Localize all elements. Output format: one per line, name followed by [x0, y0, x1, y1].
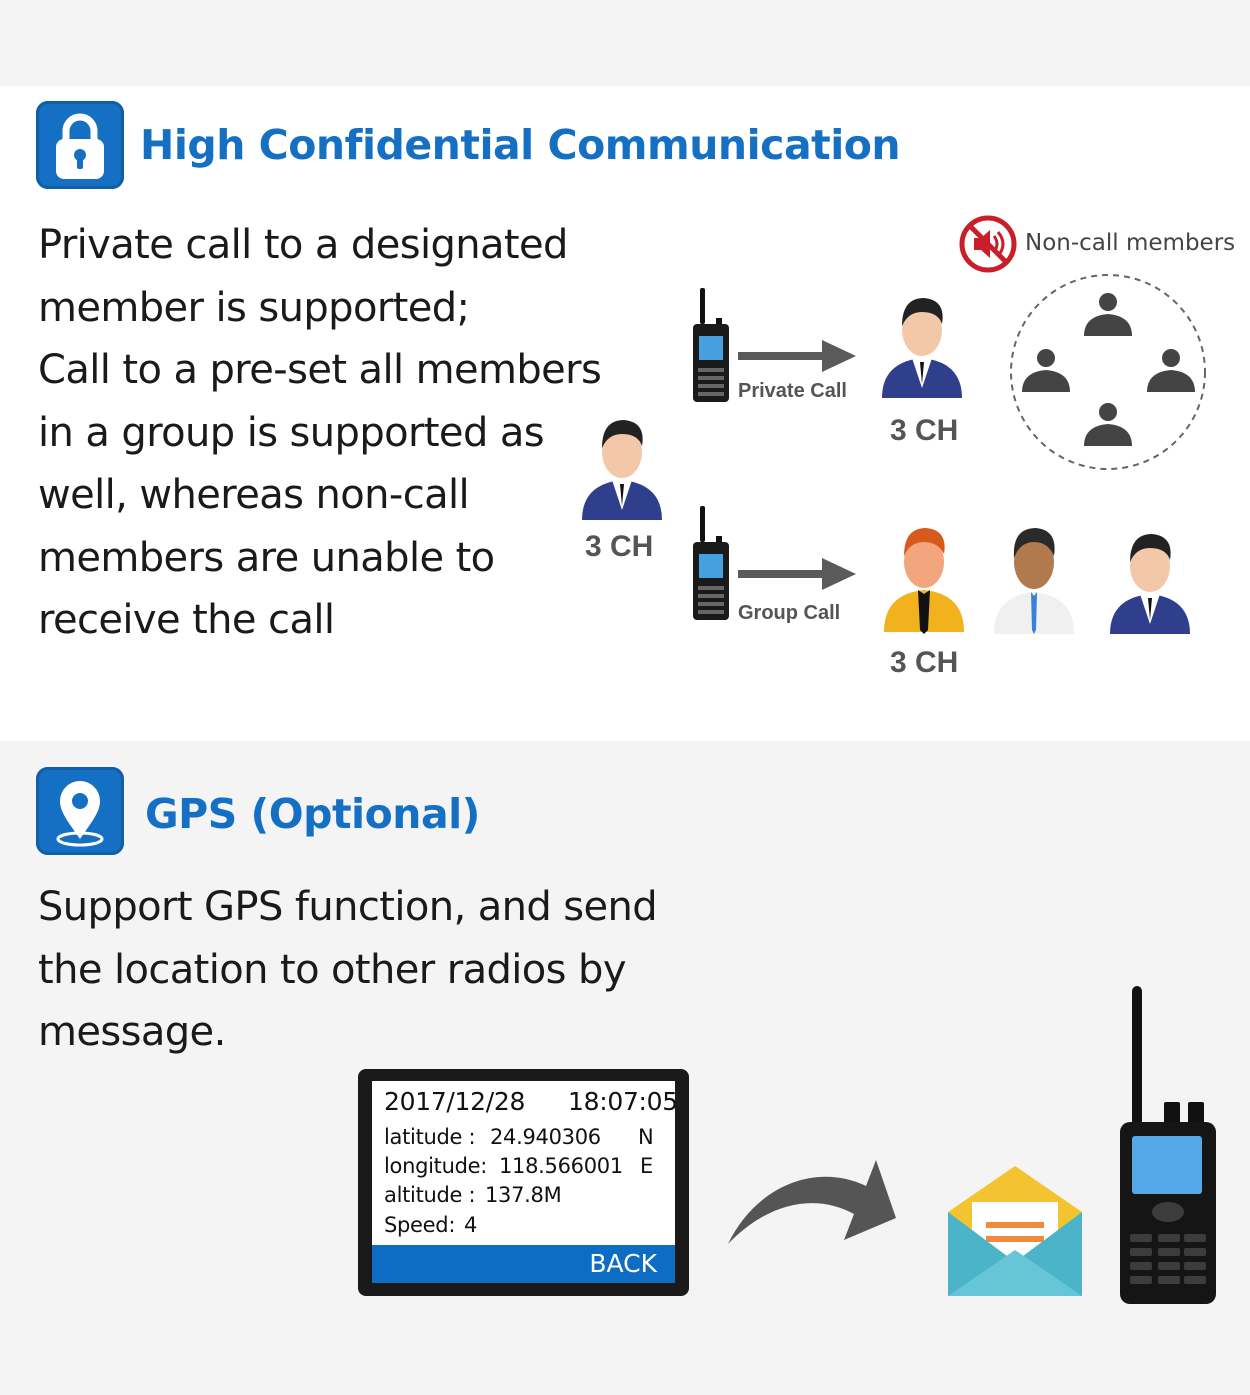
description-line: Call to a pre-set all members [38, 347, 602, 393]
muted-speaker-icon [958, 214, 1018, 274]
gps-description: Support GPS function, and send the locat… [38, 876, 658, 1064]
radio-icon [692, 288, 730, 402]
ch-label-group: 3 CH [890, 646, 959, 679]
businessman-icon [1106, 526, 1194, 636]
ch-label-left: 3 CH [585, 530, 654, 563]
longitude-label: longitude: [384, 1154, 488, 1178]
description-line: the location to other radios by [38, 946, 626, 993]
person-white-shirt-icon [990, 520, 1078, 636]
confidential-description: Private call to a designated member is s… [38, 214, 602, 652]
screen-time: 18:07:05 [568, 1087, 675, 1116]
section-title: GPS (Optional) [145, 790, 480, 838]
radio-icon [1118, 986, 1218, 1306]
arrow-right-icon [738, 558, 858, 590]
latitude-direction: N [638, 1125, 654, 1149]
businessman-icon [878, 290, 966, 400]
person-orange-icon [880, 522, 968, 634]
description-line: Private call to a designated [38, 222, 568, 268]
longitude-direction: E [640, 1154, 653, 1178]
back-softkey[interactable]: BACK [589, 1249, 657, 1278]
altitude-label: altitude : [384, 1183, 476, 1207]
latitude-value: 24.940306 [490, 1125, 601, 1149]
group-call-label: Group Call [738, 602, 841, 624]
screen-softkey-bar: BACK [372, 1245, 675, 1283]
longitude-value: 118.566001 [499, 1154, 623, 1178]
description-line: well, whereas non-call [38, 472, 470, 518]
altitude-value: 137.8M [485, 1183, 562, 1207]
non-call-members-label: Non-call members [1025, 230, 1236, 256]
businessman-icon [578, 412, 666, 522]
description-line: Support GPS function, and send [38, 884, 658, 930]
speed-label: Speed: [384, 1213, 456, 1237]
screen-date: 2017/12/28 [384, 1087, 526, 1116]
latitude-label: latitude : [384, 1125, 476, 1149]
radio-icon [692, 506, 730, 620]
arrow-right-icon [738, 340, 858, 372]
gps-screen-display: 2017/12/28 18:07:05 latitude : 24.940306… [372, 1081, 675, 1283]
ch-label-private: 3 CH [890, 414, 959, 447]
description-line: receive the call [38, 597, 335, 643]
description-line: members are unable to [38, 534, 495, 581]
description-line: in a group is supported as [38, 409, 545, 456]
gps-screen: 2017/12/28 18:07:05 latitude : 24.940306… [358, 1069, 689, 1296]
location-pin-icon [36, 767, 124, 855]
envelope-message-icon [946, 1164, 1084, 1300]
speed-value: 4 [464, 1213, 478, 1237]
section-title: High Confidential Communication [140, 121, 901, 169]
curved-arrow-icon [726, 1156, 898, 1248]
non-call-members-group [1008, 272, 1208, 472]
description-line: message. [38, 1009, 226, 1055]
description-line: member is supported; [38, 284, 470, 331]
lock-icon [36, 101, 124, 189]
private-call-label: Private Call [738, 380, 847, 402]
